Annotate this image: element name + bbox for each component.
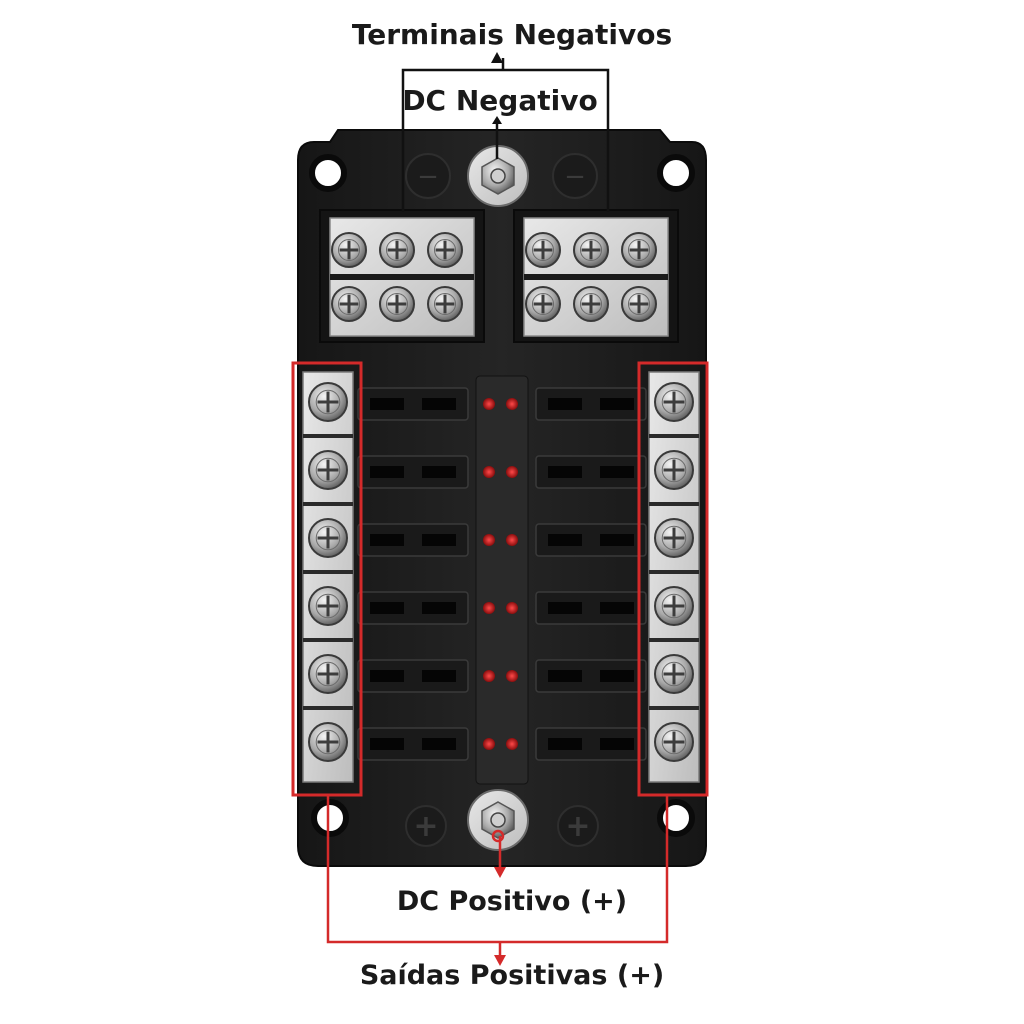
positive-annotation-bracket <box>326 795 669 958</box>
led-indicator <box>506 398 518 410</box>
fuse-slot <box>357 523 469 557</box>
screw-icon <box>654 586 694 626</box>
fuse-slot <box>535 659 647 693</box>
indicator-leds <box>483 398 518 750</box>
positive-terminal-strip <box>302 371 354 783</box>
screw-icon <box>654 382 694 422</box>
mount-hole-bottom-left <box>311 799 349 837</box>
negative-terminals-label: Terminais Negativos <box>351 18 673 51</box>
fuse-slots <box>357 387 647 761</box>
arrow-down-icon <box>494 955 506 966</box>
screw-icon <box>379 232 415 268</box>
screw-icon <box>654 450 694 490</box>
led-indicator <box>506 670 518 682</box>
mount-hole-bottom-right <box>657 799 695 837</box>
led-indicator <box>483 602 495 614</box>
screw-icon <box>308 382 348 422</box>
fuse-slot <box>535 387 647 421</box>
screw-icon <box>308 450 348 490</box>
positive-outputs-label: Saídas Positivas (+) <box>359 960 665 991</box>
screw-icon <box>427 286 463 322</box>
fuse-slot <box>535 523 647 557</box>
negative-bus-bar <box>319 209 679 343</box>
screw-icon <box>621 232 657 268</box>
arrow-up-icon <box>491 52 503 63</box>
fuse-slot <box>535 455 647 489</box>
minus-symbol-right: − <box>564 162 586 192</box>
screw-icon <box>331 286 367 322</box>
screw-icon <box>573 286 609 322</box>
minus-symbol-left: − <box>417 162 439 192</box>
screw-icon <box>308 654 348 694</box>
fuse-slot <box>357 455 469 489</box>
fuse-slot <box>357 727 469 761</box>
mount-hole-top-left <box>309 154 347 192</box>
screw-icon <box>525 286 561 322</box>
screw-icon <box>573 232 609 268</box>
plus-symbol-right: + <box>565 809 590 844</box>
negative-stud <box>467 145 529 207</box>
fuse-slot <box>535 591 647 625</box>
dc-negative-label: DC Negativo <box>402 84 598 117</box>
screw-icon <box>308 722 348 762</box>
led-indicator <box>506 534 518 546</box>
fuse-slot <box>357 387 469 421</box>
led-indicator <box>483 738 495 750</box>
screw-icon <box>525 232 561 268</box>
led-indicator <box>506 466 518 478</box>
led-indicator <box>483 466 495 478</box>
fuse-slot <box>357 659 469 693</box>
led-indicator <box>506 602 518 614</box>
positive-output-terminals <box>302 371 700 783</box>
led-indicator <box>483 534 495 546</box>
screw-icon <box>621 286 657 322</box>
positive-outputs-highlight-right <box>637 361 709 797</box>
fuse-slot <box>535 727 647 761</box>
led-indicator <box>483 398 495 410</box>
screw-icon <box>308 586 348 626</box>
positive-stud <box>467 789 529 851</box>
screw-icon <box>308 518 348 558</box>
screw-icon <box>654 654 694 694</box>
screw-icon <box>379 286 415 322</box>
arrow-up-icon <box>492 116 502 124</box>
plus-symbol-left: + <box>413 809 438 844</box>
screw-icon <box>331 232 367 268</box>
positive-terminal-strip <box>648 371 700 783</box>
led-indicator <box>506 738 518 750</box>
negative-annotation-bracket <box>401 58 610 212</box>
screw-icon <box>654 722 694 762</box>
mount-hole-top-right <box>657 154 695 192</box>
screw-icon <box>427 232 463 268</box>
fuse-slot <box>357 591 469 625</box>
dc-positive-label: DC Positivo (+) <box>396 886 628 917</box>
led-indicator <box>483 670 495 682</box>
screw-icon <box>654 518 694 558</box>
arrow-down-icon <box>494 867 506 878</box>
